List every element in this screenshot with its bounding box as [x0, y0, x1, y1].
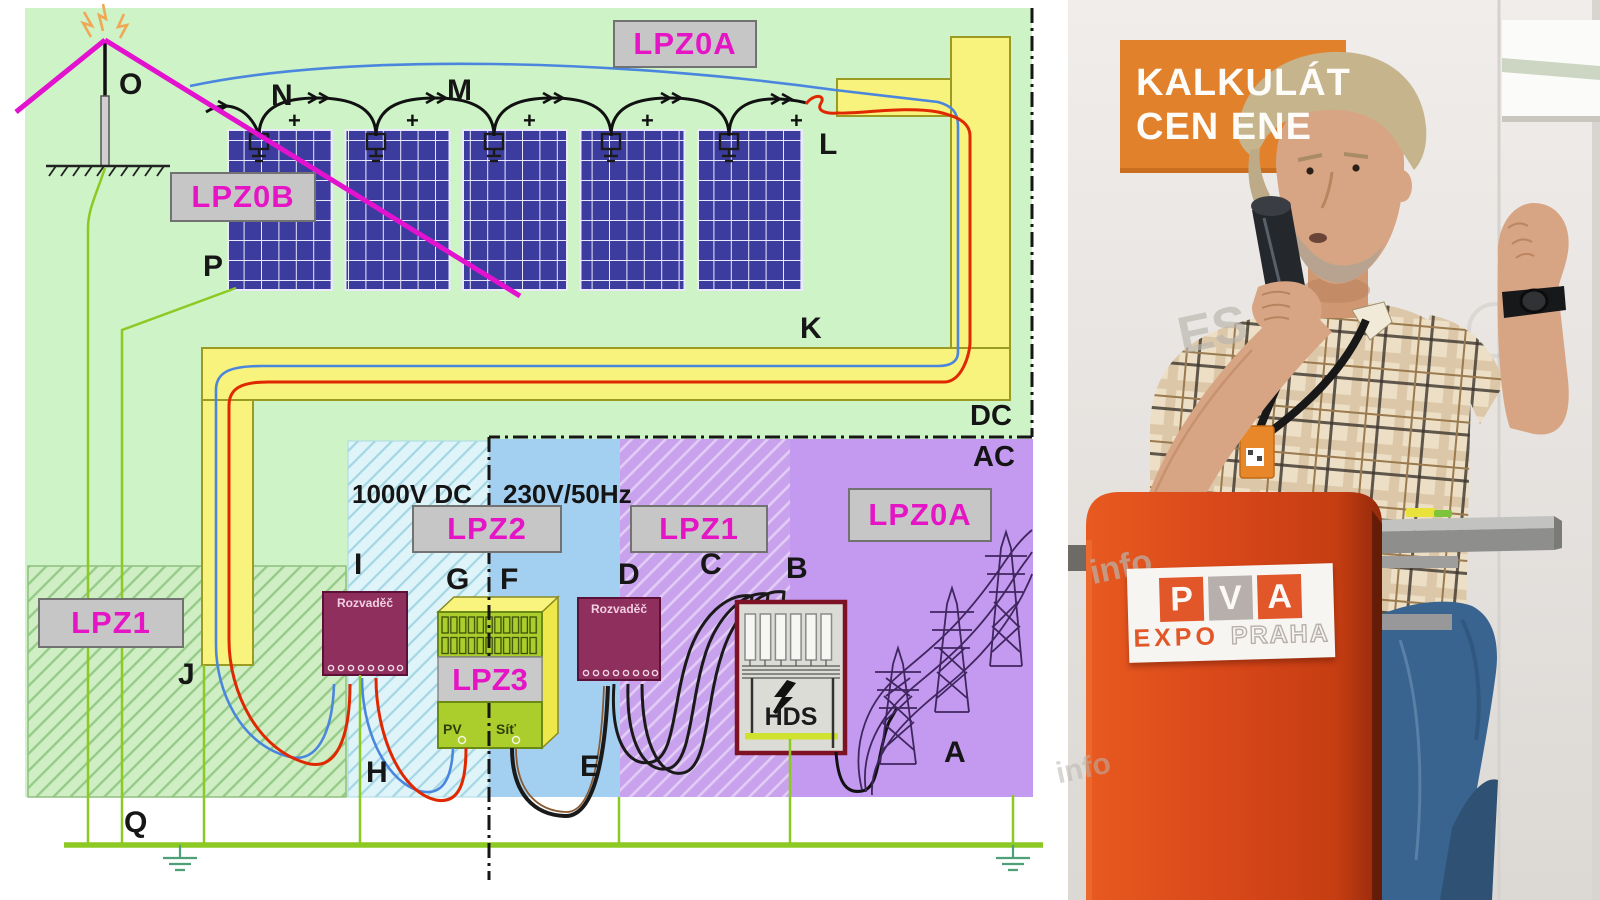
mic-forearm	[1140, 295, 1332, 548]
logo-square-a: A	[1256, 574, 1303, 620]
string-plus-2: +	[406, 108, 419, 133]
side-table	[1068, 508, 1562, 630]
label-lpz1-left: LPZ1	[38, 598, 184, 648]
hds-label: HDS	[764, 703, 818, 731]
transmission-pylons	[857, 528, 1033, 796]
speaker-head	[1237, 51, 1427, 284]
speaker-photo	[1068, 0, 1600, 900]
hds-lightning-icon	[773, 680, 796, 714]
ref-letter-o: O	[119, 68, 143, 101]
lightning-flash-icon	[80, 3, 130, 39]
lpz-diagram	[14, 3, 1043, 880]
rozvadec-dc-box	[322, 591, 408, 676]
dc-wire-red	[227, 94, 972, 766]
window	[1502, 20, 1600, 122]
ref-letter-q: Q	[124, 806, 148, 839]
lpz-boundary-lines	[487, 8, 1034, 880]
label-lpz0b: LPZ0B	[170, 172, 316, 222]
banner-line-1: KALKULÁT	[1136, 62, 1351, 104]
ref-letter-d: D	[618, 558, 640, 591]
logo-square-v: V	[1207, 575, 1254, 621]
hds-box	[734, 599, 848, 756]
logo-square-p: P	[1158, 576, 1205, 622]
ref-letter-m: M	[447, 74, 472, 107]
pylon-2	[930, 584, 974, 713]
ref-letter-f: F	[500, 563, 519, 596]
label-lpz0a-ac: LPZ0A	[848, 488, 992, 542]
raised-fist-arm	[1497, 202, 1569, 435]
pva-logo-card: P V A EXPO PRAHA	[1126, 563, 1336, 663]
ref-letter-e: E	[580, 750, 601, 783]
sit-terminal-label: Síť	[496, 721, 516, 737]
hair	[1237, 51, 1427, 171]
earth-symbols	[163, 845, 1030, 872]
inverter-box	[436, 595, 560, 750]
ref-letter-l: L	[819, 128, 838, 161]
logo-praha-text: PRAHA	[1230, 619, 1331, 651]
cable-ducts	[201, 36, 1011, 666]
ref-letter-j: J	[178, 658, 195, 691]
jeans-legs	[1382, 601, 1498, 900]
badge	[1239, 425, 1275, 479]
pv-terminal-label: PV	[443, 721, 462, 737]
string-plus-4: +	[641, 108, 654, 133]
ac-side-text: AC	[973, 441, 1015, 473]
dc-side-text: DC	[970, 400, 1012, 432]
string-plus-3: +	[523, 108, 536, 133]
protection-angle-lines	[14, 37, 522, 299]
mic-hand	[1251, 281, 1322, 337]
dc-voltage-text: 1000V DC	[352, 479, 472, 509]
ac-voltage-text: 230V/50Hz	[503, 479, 632, 509]
grid-wires	[857, 529, 1033, 796]
rozvadec-ac-label: Rozvaděč	[590, 602, 648, 616]
label-lpz3: LPZ3	[452, 662, 528, 697]
e-wires	[510, 685, 610, 819]
rozvadec-dc-label: Rozvaděč	[336, 596, 394, 610]
label-lpz0a-top: LPZ0A	[613, 20, 757, 68]
ref-letter-p: P	[203, 250, 224, 283]
current-arrows	[217, 91, 794, 113]
ref-letter-h: H	[366, 756, 388, 789]
string-plus-5: +	[790, 108, 803, 133]
ref-letter-b: B	[786, 552, 808, 585]
dc-wire-blue	[189, 62, 960, 760]
ref-letter-n: N	[271, 79, 293, 112]
ref-letter-k: K	[800, 312, 822, 345]
string-plus-1: +	[288, 108, 301, 133]
h-wires	[360, 677, 468, 803]
grounding-wires	[64, 167, 1043, 848]
logo-expo-text: EXPO	[1133, 622, 1220, 653]
lightning-rod	[46, 3, 170, 177]
label-lpz2: LPZ2	[412, 505, 562, 553]
ref-letter-g: G	[446, 563, 470, 596]
wristwatch	[1502, 286, 1566, 318]
ref-letter-c: C	[700, 548, 722, 581]
ref-letter-a: A	[944, 736, 966, 769]
banner-line-2: CEN ENE	[1136, 106, 1312, 148]
label-lpz1-ac: LPZ1	[630, 505, 768, 553]
ref-letter-i: I	[354, 548, 363, 581]
rozvadec-ac-box	[577, 597, 661, 681]
